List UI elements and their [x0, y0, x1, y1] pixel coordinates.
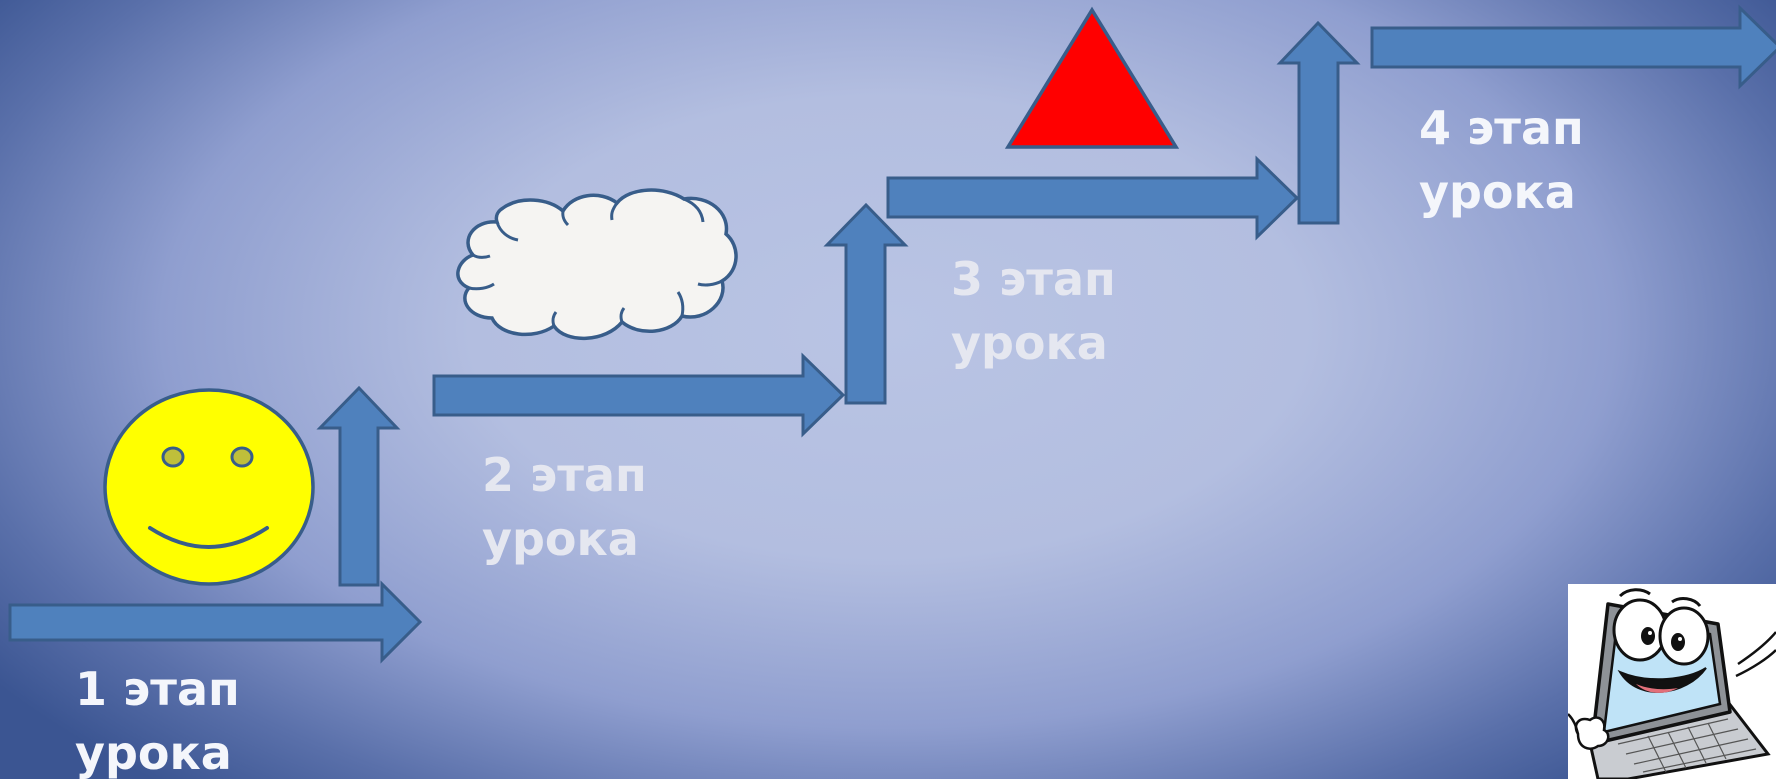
stage-4-number: 4 этап	[1419, 101, 1584, 155]
triangle-icon	[1004, 6, 1180, 149]
up-arrow-3	[1276, 20, 1361, 225]
smiley-face-icon	[103, 388, 315, 586]
up-arrow-1	[316, 385, 401, 587]
up-arrow-2	[823, 202, 909, 405]
stage-3-word: урока	[951, 316, 1108, 370]
right-arrow-1	[8, 580, 423, 664]
right-arrow-2	[432, 352, 846, 438]
stage-4-label: 4 этап урока	[1419, 96, 1584, 224]
cartoon-laptop-icon	[1567, 588, 1776, 779]
mascot-panel	[1567, 584, 1776, 779]
stage-2-label: 2 этап урока	[482, 443, 647, 571]
stage-1-number: 1 этап	[75, 662, 240, 716]
stage-1-label: 1 этап урока	[75, 657, 240, 779]
stage-2-number: 2 этап	[482, 448, 647, 502]
stage-3-label: 3 этап урока	[951, 247, 1116, 375]
right-arrow-3	[886, 155, 1300, 241]
stage-2-word: урока	[482, 512, 639, 566]
stage-3-number: 3 этап	[951, 252, 1116, 306]
stage-1-word: урока	[75, 726, 232, 779]
stage-4-word: урока	[1419, 165, 1576, 219]
right-arrow-4	[1370, 4, 1776, 90]
cloud-icon	[456, 188, 738, 340]
